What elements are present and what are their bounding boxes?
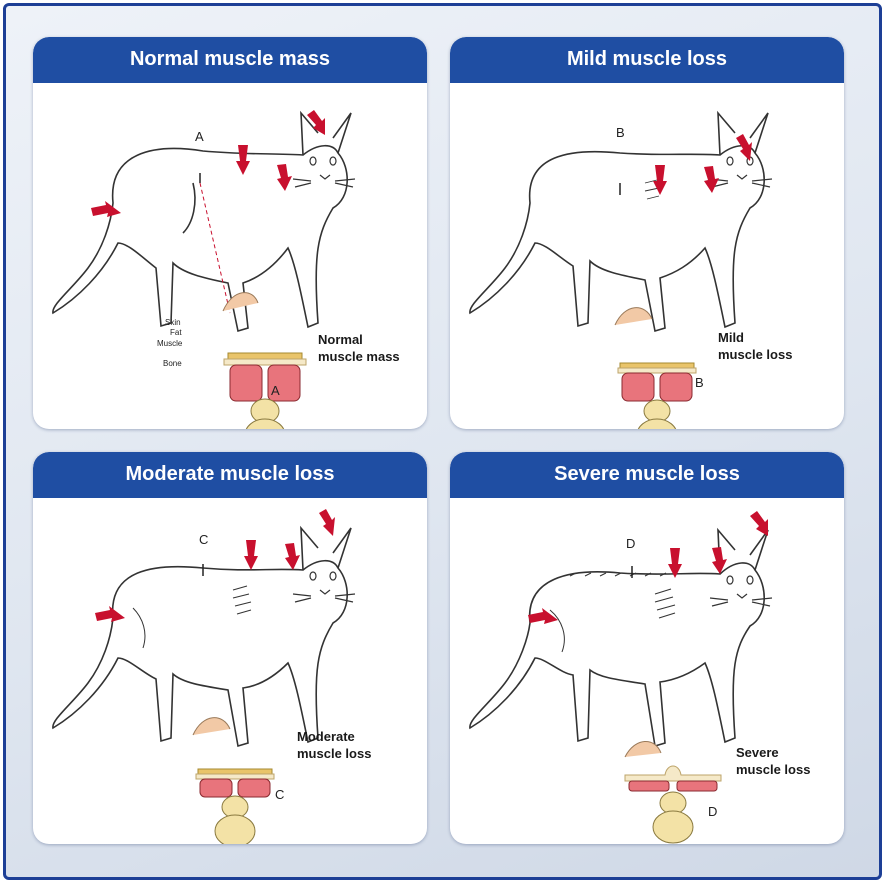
marker-letter: C [199, 532, 209, 547]
muscle-left [621, 372, 655, 402]
panel-moderate-muscle-loss: Moderate muscle loss C Mod [33, 452, 427, 844]
red-arrows [653, 134, 752, 195]
muscle-right [237, 778, 271, 798]
finger-illustration [222, 292, 259, 312]
cat-face [292, 571, 356, 603]
spine-cross-section [614, 307, 697, 429]
muscle-left [229, 364, 263, 402]
cross-section-letter: C [275, 787, 285, 802]
section-indicator-line [199, 182, 231, 314]
layer-label-skin: Skin [165, 318, 181, 327]
layer-label-bone: Bone [163, 359, 182, 368]
panel-title: Moderate muscle loss [33, 452, 427, 498]
cat-face [709, 575, 773, 607]
cross-section-letter: B [695, 375, 704, 390]
cat-illustration [52, 110, 356, 429]
red-arrows [95, 509, 335, 622]
finger-illustration [624, 741, 662, 758]
panel-severe-muscle-loss: Severe muscle loss D Sever [450, 452, 844, 844]
panel-title: Mild muscle loss [450, 37, 844, 83]
fat-layer [619, 362, 695, 369]
spine-cross-section [222, 292, 307, 429]
cross-section-letter: D [708, 804, 718, 819]
marker-letter: B [616, 125, 625, 140]
cross-section-letter: A [271, 383, 280, 398]
fat-layer [227, 352, 303, 360]
cat-illustration [469, 511, 773, 844]
muscle-right [659, 372, 693, 402]
fat-layer [197, 768, 273, 775]
cat-illustration [469, 110, 773, 429]
fat-layer [624, 765, 722, 782]
muscle-right [267, 364, 301, 402]
cat-body [52, 110, 352, 333]
cat-body [469, 110, 769, 333]
layer-label-fat: Fat [170, 328, 182, 337]
panel-title: Normal muscle mass [33, 37, 427, 83]
spine-cross-section [192, 717, 275, 844]
cat-face [292, 156, 356, 188]
finger-illustration [192, 717, 231, 736]
finger-illustration [614, 307, 653, 326]
red-arrows [528, 511, 768, 624]
spine-cross-section [624, 741, 722, 844]
muscle-left [199, 778, 233, 798]
muscle-left [628, 780, 670, 792]
marker-letter: D [626, 536, 636, 551]
muscle-right [676, 780, 718, 792]
cat-face [709, 156, 773, 188]
panel-title: Severe muscle loss [450, 452, 844, 498]
red-arrows [91, 110, 325, 217]
layer-label-muscle: Muscle [157, 339, 183, 348]
cat-illustration [52, 509, 356, 844]
cat-body [52, 525, 352, 748]
panel-normal-muscle-mass: Normal muscle mass A Skin [33, 37, 427, 429]
marker-letter: A [195, 129, 204, 144]
